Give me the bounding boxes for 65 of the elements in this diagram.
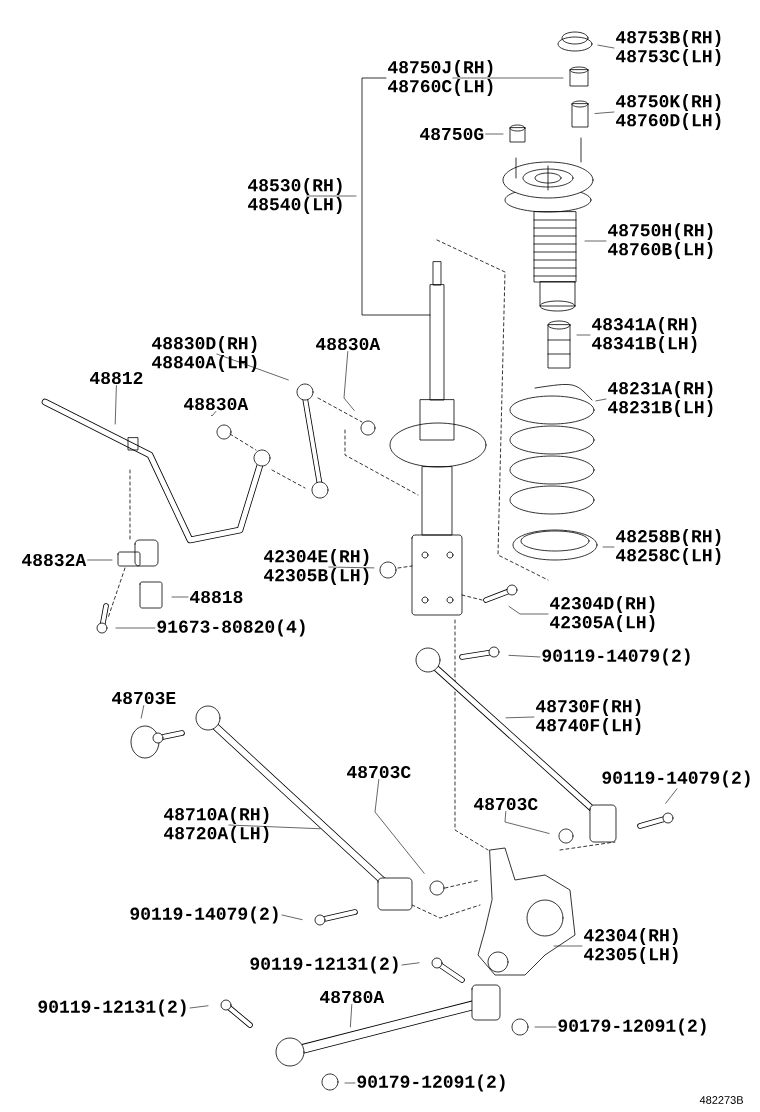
leader-line — [114, 385, 117, 425]
leader-line — [508, 655, 541, 658]
part-number: 48830D(RH) 48840A(LH) — [152, 336, 257, 372]
leader-line — [87, 559, 113, 561]
leader-line — [374, 779, 425, 874]
part-number: 48812 — [90, 371, 143, 385]
part-number: 48750J(RH) 48760C(LH) — [388, 60, 493, 96]
leader-line — [553, 945, 583, 947]
leader-line — [216, 353, 289, 381]
leader-line — [328, 566, 375, 569]
part-number: 48231A(RH) 48231B(LH) — [608, 381, 713, 417]
leader-line — [401, 962, 420, 966]
part-number: 48832A — [22, 553, 87, 567]
leader-line — [115, 627, 156, 629]
leader-line — [452, 77, 564, 79]
leader-line — [584, 240, 607, 242]
leader-line — [281, 914, 303, 920]
leader-line — [350, 1004, 353, 1028]
leader-line — [508, 606, 549, 615]
leader-line — [595, 398, 607, 402]
part-number: 48730F(RH) 48740F(LH) — [536, 699, 641, 735]
part-number: 48830A — [184, 397, 249, 411]
leader-line — [504, 811, 550, 834]
leader-line — [665, 788, 678, 804]
part-number: 48710A(RH) 48720A(LH) — [164, 807, 269, 843]
part-number: 42304E(RH) 42305B(LH) — [264, 549, 369, 585]
part-number: 48750K(RH) 48760D(LH) — [616, 94, 721, 130]
leader-line — [344, 1082, 356, 1084]
leader-line — [505, 716, 535, 719]
leader-line — [594, 111, 615, 114]
part-number: 48703E — [112, 691, 176, 705]
part-number: 48818 — [190, 590, 243, 604]
part-number: 90179-12091(2) — [357, 1074, 505, 1092]
part-number: 48258B(RH) 48258C(LH) — [616, 529, 721, 565]
part-number: 48753B(RH) 48753C(LH) — [616, 30, 721, 66]
part-number: 42304D(RH) 42305A(LH) — [550, 596, 655, 632]
part-number: 48750G — [420, 127, 484, 141]
leader-line — [306, 195, 357, 197]
leader-line — [576, 334, 591, 336]
part-number: 91673-80820(4) — [157, 619, 305, 637]
figure-code: 482273B — [699, 1096, 743, 1104]
leader-line — [189, 1005, 209, 1009]
part-number: 48830A — [316, 337, 381, 351]
leader-line — [211, 411, 217, 417]
leader-line — [343, 351, 355, 411]
leader-line — [140, 705, 145, 719]
part-number: 42304(RH) 42305(LH) — [584, 928, 678, 964]
part-number: 48530(RH) 48540(LH) — [248, 178, 342, 214]
leader-line — [602, 546, 615, 548]
part-number: 48341A(RH) 48341B(LH) — [592, 317, 697, 353]
part-number: 48703C — [474, 797, 538, 811]
leader-line — [228, 824, 321, 830]
leader-line — [597, 44, 615, 49]
part-number: 48703C — [347, 765, 411, 779]
leader-line — [534, 1026, 557, 1028]
part-number: 90119-12131(2) — [38, 999, 186, 1017]
part-number: 48780A — [320, 990, 385, 1004]
part-number: 48750H(RH) 48760B(LH) — [608, 223, 713, 259]
part-number: 90119-14079(2) — [130, 906, 278, 924]
leader-line — [171, 596, 189, 598]
part-number: 90119-14079(2) — [602, 770, 750, 788]
part-number: 90179-12091(2) — [558, 1018, 706, 1036]
leader-line — [485, 133, 504, 135]
part-number: 90119-14079(2) — [542, 648, 690, 666]
part-number: 90119-12131(2) — [250, 956, 398, 974]
